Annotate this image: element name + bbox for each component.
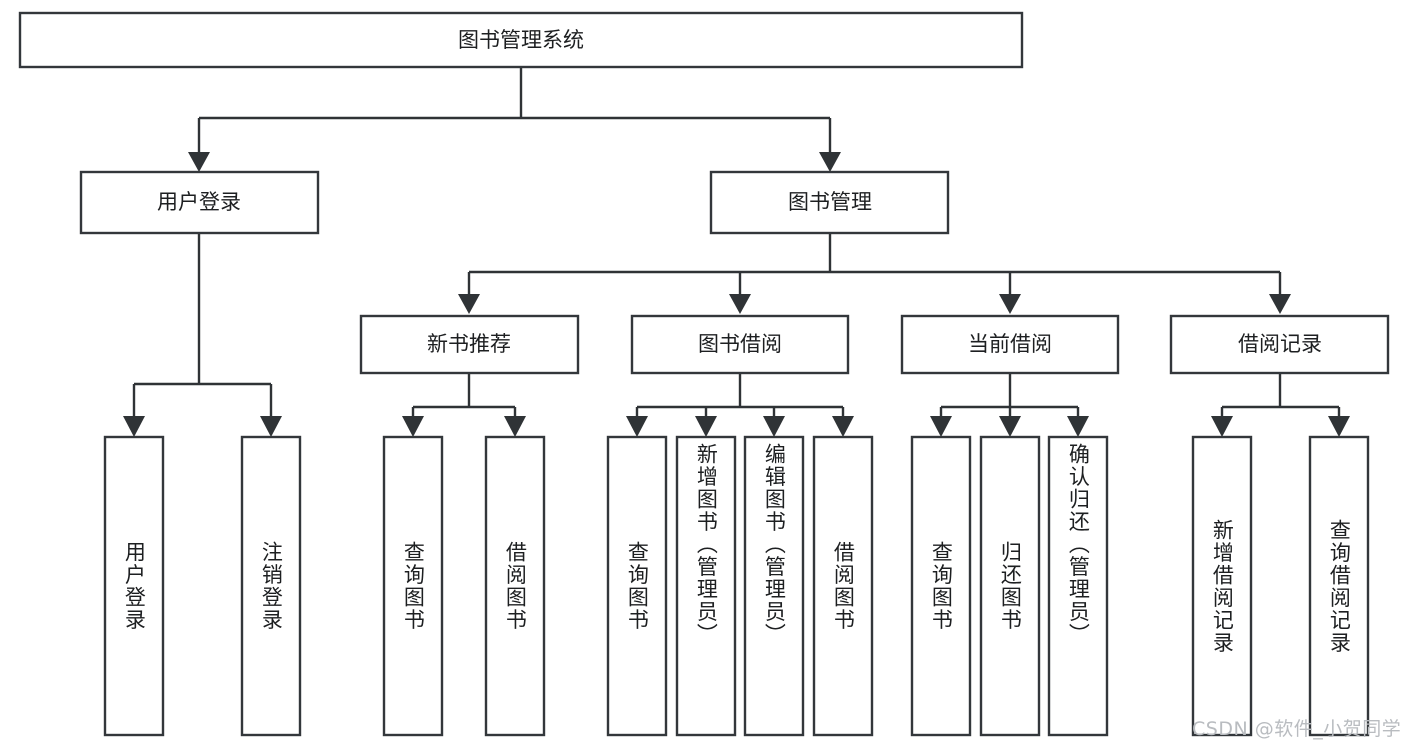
- arrowhead-icon: [999, 416, 1021, 437]
- arrowhead-icon: [1269, 294, 1291, 314]
- node-user-login-label: 用户登录: [157, 190, 241, 214]
- node-leaf-borrow-book-2-box[interactable]: [812, 435, 874, 737]
- node-book-manage-label: 图书管理: [788, 190, 872, 214]
- node-current-borrow-box[interactable]: [900, 314, 1120, 375]
- node-leaf-query-book-3-box[interactable]: [910, 435, 972, 737]
- node-leaf-query-book-1-box[interactable]: [382, 435, 444, 737]
- arrowhead-icon: [458, 294, 480, 314]
- arrowhead-icon: [819, 152, 841, 172]
- arrowhead-icon: [402, 416, 424, 437]
- arrowhead-icon: [1067, 416, 1089, 437]
- arrowhead-icon: [729, 294, 751, 314]
- node-leaf-add-book-box[interactable]: [675, 435, 737, 737]
- node-book-borrow-box[interactable]: [630, 314, 850, 375]
- node-leaf-query-book-2-box[interactable]: [606, 435, 668, 737]
- node-root-label: 图书管理系统: [458, 28, 584, 52]
- arrowhead-icon: [695, 416, 717, 437]
- node-borrow-record-box[interactable]: [1169, 314, 1390, 375]
- arrowhead-icon: [832, 416, 854, 437]
- arrowhead-icon: [1328, 416, 1350, 437]
- node-leaf-edit-book-box[interactable]: [743, 435, 805, 737]
- arrowhead-layer: [123, 152, 1350, 437]
- arrowhead-icon: [930, 416, 952, 437]
- node-new-book-rec-label: 新书推荐: [427, 332, 511, 356]
- node-leaf-confirm-return-box[interactable]: [1047, 435, 1109, 737]
- horizontal-label-layer: 图书管理系统 用户登录 图书管理 新书推荐 图书借阅 当前借阅 借阅记录: [157, 28, 1322, 356]
- node-leaf-add-record-box[interactable]: [1191, 435, 1253, 737]
- node-leaf-user-logout-box[interactable]: [240, 435, 302, 737]
- arrowhead-icon: [626, 416, 648, 437]
- node-current-borrow-label: 当前借阅: [968, 332, 1052, 356]
- node-borrow-record-label: 借阅记录: [1238, 332, 1322, 356]
- arrowhead-icon: [504, 416, 526, 437]
- arrowhead-icon: [1211, 416, 1233, 437]
- node-new-book-rec-box[interactable]: [359, 314, 580, 375]
- node-leaf-borrow-book-1-box[interactable]: [484, 435, 546, 737]
- node-leaf-query-record-box[interactable]: [1308, 435, 1370, 737]
- arrowhead-icon: [763, 416, 785, 437]
- node-book-borrow-label: 图书借阅: [698, 332, 782, 356]
- node-leaf-return-book-box[interactable]: [979, 435, 1041, 737]
- node-book-manage-box[interactable]: [709, 170, 950, 235]
- arrowhead-icon: [999, 294, 1021, 314]
- arrowhead-icon: [123, 416, 145, 437]
- arrowhead-icon: [188, 152, 210, 172]
- node-root-box[interactable]: [18, 11, 1024, 69]
- node-user-login-box[interactable]: [79, 170, 320, 235]
- node-layer: [18, 11, 1390, 737]
- node-leaf-user-login-box[interactable]: [103, 435, 165, 737]
- arrowhead-icon: [260, 416, 282, 437]
